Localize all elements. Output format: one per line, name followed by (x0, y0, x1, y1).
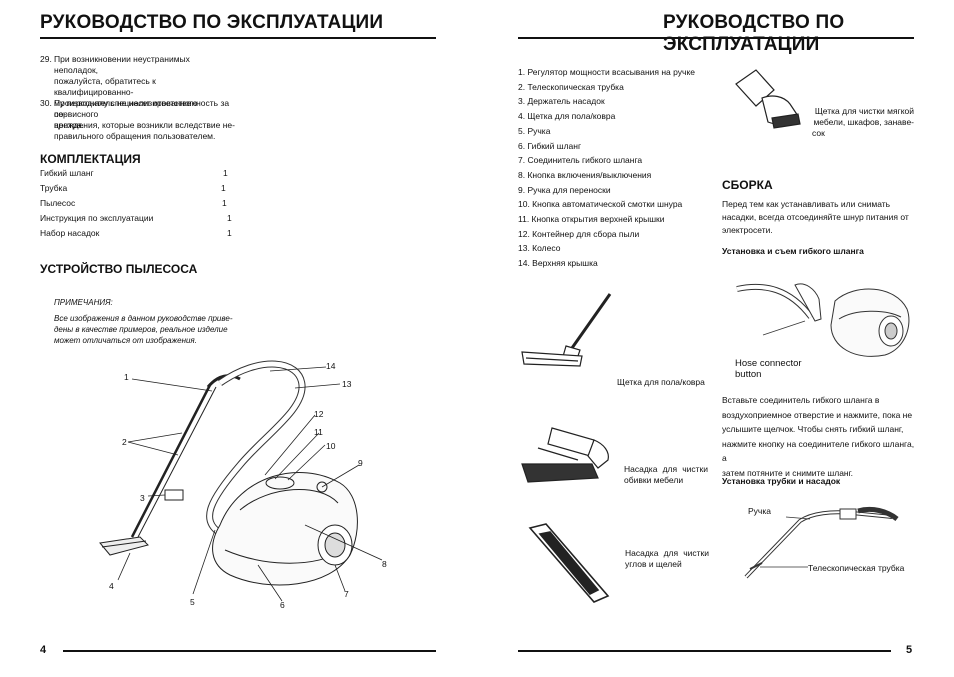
caption-line: обивки мебели (624, 475, 684, 485)
caption-line: Насадка для чистки (625, 548, 709, 558)
callout-4: 4 (109, 581, 114, 591)
kit-item-name: Инструкция по эксплуатации (40, 213, 154, 223)
parts-item: 8. Кнопка включения/выключения (518, 169, 652, 180)
floor-brush-caption: Щетка для пола/ковра (617, 377, 705, 387)
kit-item-qty: 1 (223, 168, 228, 178)
left-title-rule (40, 37, 436, 39)
parts-item: 2. Телескопическая трубка (518, 81, 624, 92)
hose-instructions: Вставьте соединитель гибкого шланга в во… (722, 393, 917, 480)
handle-label: Ручка (748, 506, 771, 516)
callout-7: 7 (344, 589, 349, 599)
hose-line: воздухоприемное отверстие и нажмите, пок… (722, 409, 913, 420)
callout-11: 11 (314, 427, 323, 437)
crevice-caption: Насадка для чистки углов и щелей (625, 548, 709, 570)
intro-line: насадки, всегда отсоединяйте шнур питани… (722, 212, 909, 222)
callout-9: 9 (358, 458, 363, 468)
hose-line: услышите щелчок. Чтобы снять гибкий шлан… (722, 424, 904, 434)
telescopic-tube-label: Телескопическая трубка (808, 563, 905, 573)
upholstery-nozzle-illustration (521, 427, 609, 483)
parts-item: 9. Ручка для переноски (518, 184, 611, 195)
callout-5: 5 (190, 597, 195, 607)
callout-2: 2 (122, 437, 127, 447)
kit-item-qty: 1 (222, 198, 227, 208)
parts-item: 14. Верхняя крышка (518, 258, 598, 269)
callout-3: 3 (140, 493, 145, 503)
parts-item: 4. Щетка для пола/ковра (518, 111, 616, 122)
crevice-nozzle-illustration (528, 523, 610, 603)
kit-heading: КОМПЛЕКТАЦИЯ (40, 152, 141, 166)
note-30-number: 30. (40, 98, 52, 108)
hose-line: Вставьте соединитель гибкого шланга в (722, 395, 880, 405)
caption-line: мебели, шкафов, занаве- (813, 117, 914, 127)
hose-connector-label: Hose connector button (735, 358, 802, 380)
parts-item: 11. Кнопка открытия верхней крышки (518, 214, 665, 225)
note-29-number: 29. (40, 54, 52, 64)
callout-8: 8 (382, 559, 387, 569)
callout-12: 12 (314, 409, 324, 419)
parts-item: 12. Контейнер для сбора пыли (518, 228, 640, 239)
parts-item: 5. Ручка (518, 125, 551, 136)
kit-item-qty: 1 (227, 228, 232, 238)
hose-subheading: Установка и съем гибкого шланга (722, 246, 864, 256)
note-line: Производитель не несет ответственность з… (54, 98, 230, 119)
parts-item: 3. Держатель насадок (518, 96, 605, 107)
note-line: При возникновении неустранимых неполадок… (54, 54, 190, 75)
caption-line: углов и щелей (625, 559, 682, 569)
parts-item: 6. Гибкий шланг (518, 140, 582, 151)
kit-item-name: Трубка (40, 183, 68, 193)
callout-13: 13 (342, 379, 352, 389)
hose-connector-illustration (736, 283, 910, 357)
caption-line: сок (812, 128, 825, 138)
kit-item-name: Набор насадок (40, 228, 100, 238)
note-line: пожалуйста, обратитесь к квалифицированн… (54, 76, 156, 97)
callout-14: 14 (326, 361, 336, 371)
assembly-heading: СБОРКА (722, 178, 773, 192)
left-page-number: 4 (40, 644, 47, 656)
intro-line: электросети. (722, 225, 773, 235)
remark-line: дены в качестве примеров, реальное издел… (54, 325, 228, 334)
parts-item: 10. Кнопка автоматической смотки шнура (518, 199, 683, 210)
right-page-title: РУКОВОДСТВО ПО ЭКСПЛУАТАЦИИ (663, 12, 845, 55)
note-line: му персоналу специализированного сервисн… (54, 98, 198, 119)
soft-brush-illustration (735, 69, 801, 129)
intro-line: Перед тем как устанавливать или снимать (722, 199, 891, 209)
left-footer-rule (63, 650, 436, 652)
assembly-intro: Перед тем как устанавливать или снимать … (722, 198, 914, 237)
label-line: button (735, 369, 762, 380)
callout-6: 6 (280, 600, 285, 610)
remark-line: может отличаться от изображения. (54, 336, 197, 345)
callout-1: 1 (124, 372, 129, 382)
tube-illustration (744, 506, 899, 579)
parts-list: 1. Регулятор мощности всасывания на ручк… (518, 65, 718, 271)
right-title-rule (518, 37, 914, 39)
note-line: вреждения, которые возникли вследствие н… (54, 120, 235, 130)
remark-title: ПРИМЕЧАНИЯ: (54, 298, 113, 307)
right-footer-rule (518, 650, 891, 652)
left-page-title: РУКОВОДСТВО ПО ЭКСПЛУАТАЦИИ (40, 12, 384, 33)
parts-item: 7. Соединитель гибкого шланга (518, 155, 643, 166)
note-line: правильного обращения пользователем. (54, 131, 216, 141)
parts-item: 1. Регулятор мощности всасывания на ручк… (518, 67, 695, 77)
note-line: центра. (54, 120, 84, 130)
device-heading: УСТРОЙСТВО ПЫЛЕСОСА (40, 262, 198, 276)
remark-line: Все изображения в данном руководстве при… (54, 314, 233, 323)
tube-subheading: Установка трубки и насадок (722, 476, 841, 486)
kit-item-name: Пылесос (40, 198, 76, 208)
right-page-number: 5 (906, 644, 913, 656)
hose-line: затем потяните и снимите шланг. (722, 467, 854, 478)
upholstery-caption: Насадка для чистки обивки мебели (624, 464, 708, 486)
label-line: Hose connector (735, 358, 802, 369)
caption-line: Щетка для чистки мягкой (814, 106, 914, 116)
soft-brush-caption: Щетка для чистки мягкой мебели, шкафов, … (812, 106, 914, 139)
kit-item-name: Гибкий шланг (40, 168, 94, 178)
vacuum-diagram (99, 360, 383, 602)
kit-item-qty: 1 (221, 183, 226, 193)
kit-item-qty: 1 (227, 213, 232, 223)
remark-text: Все изображения в данном руководстве при… (54, 313, 234, 346)
hose-line: нажмите кнопку на соединителе гибкого шл… (722, 438, 915, 464)
callout-10: 10 (326, 441, 336, 451)
parts-item: 13. Колесо (518, 243, 561, 254)
floor-brush-illustration (521, 293, 612, 367)
caption-line: Насадка для чистки (624, 464, 708, 474)
